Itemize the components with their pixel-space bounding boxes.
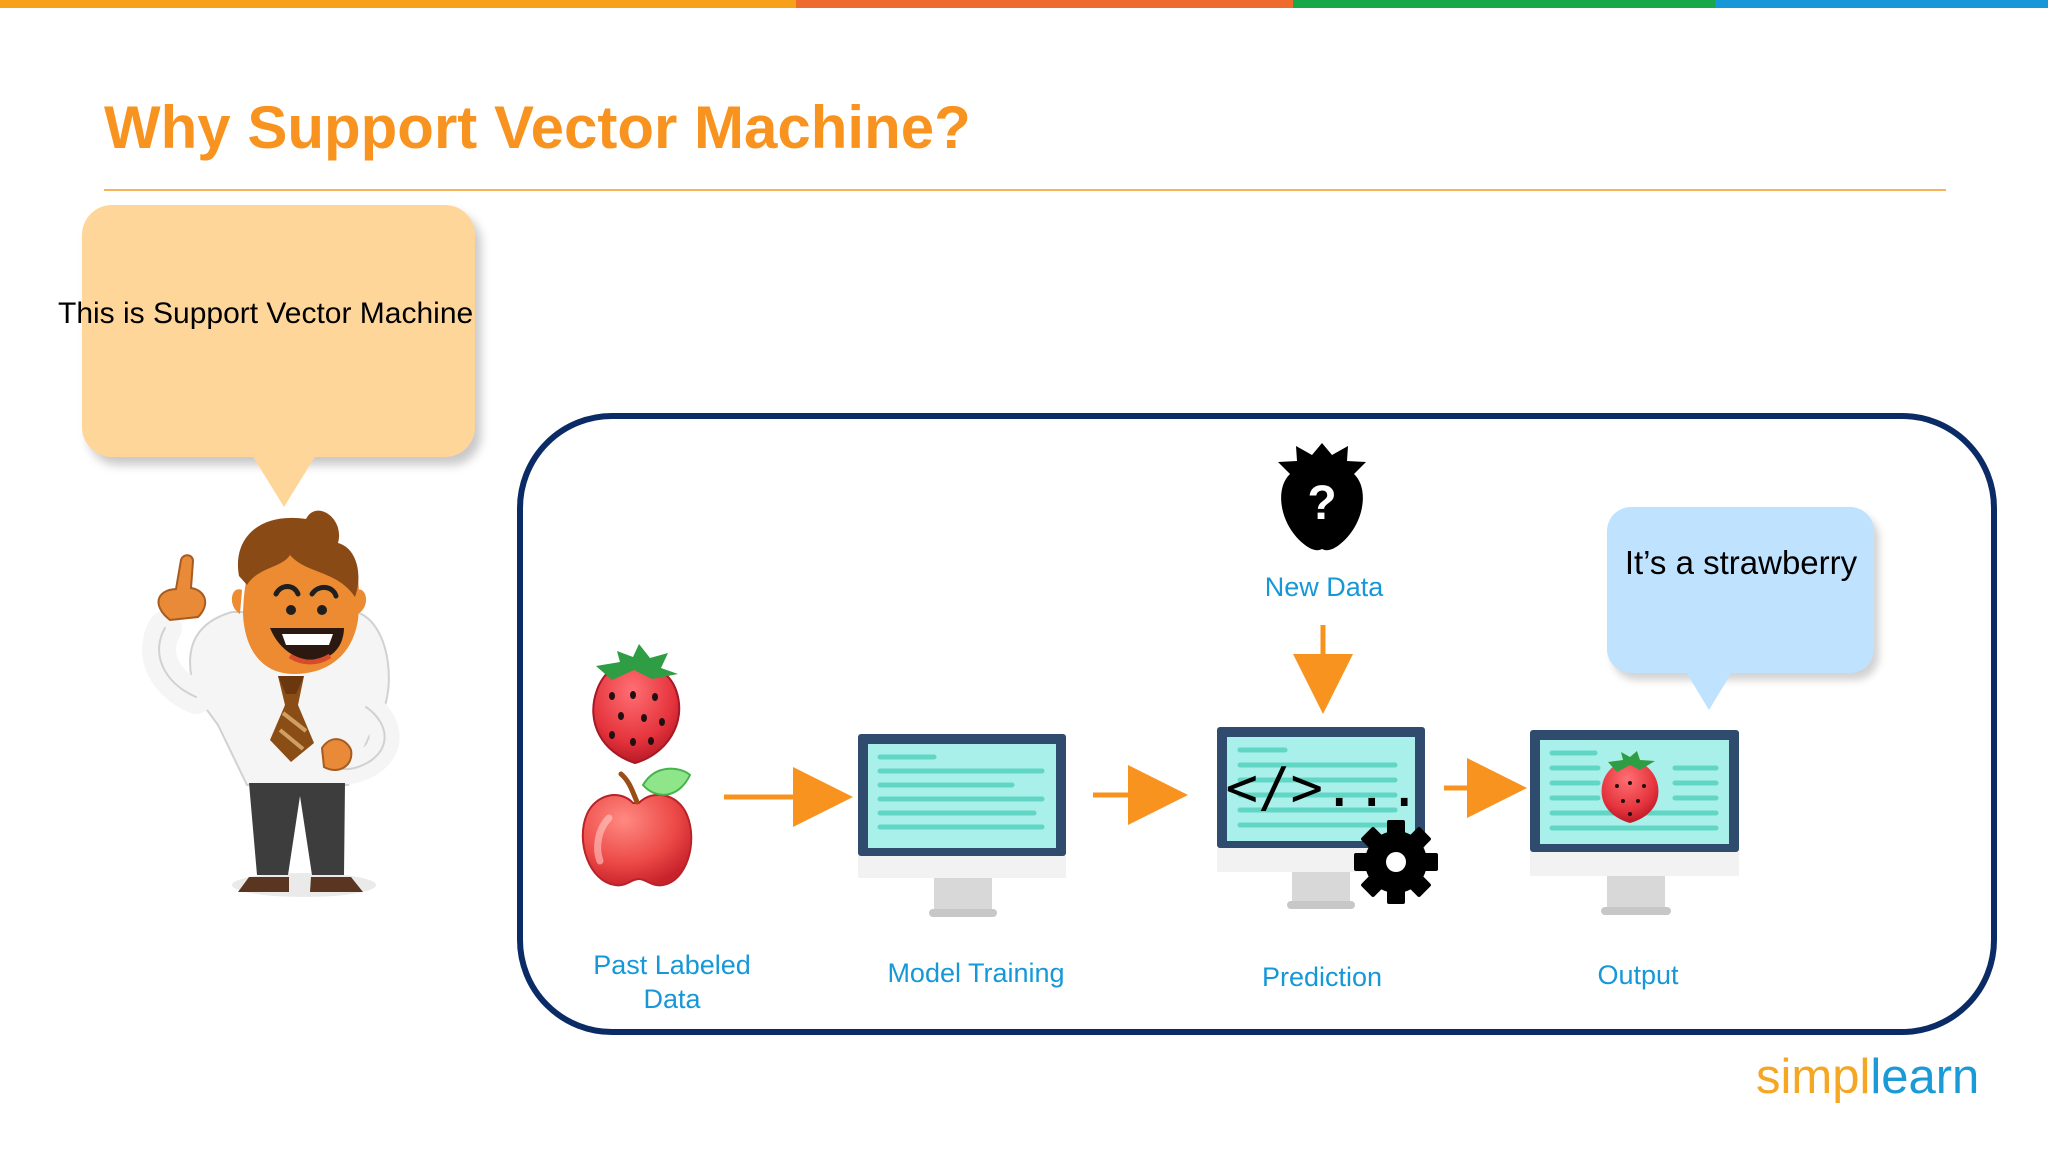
process-container (517, 413, 1997, 1035)
question-mark: ? (1307, 477, 1336, 530)
presenter-speech-text: This is Support Vector Machine (58, 297, 474, 330)
logo-left-text: simpl (1756, 1050, 1871, 1104)
output-speech-bubble-tail (1686, 672, 1732, 710)
logo-right-text: learn (1870, 1050, 1980, 1104)
top-bar-orange-segment (0, 0, 796, 8)
new-data-label: New Data (1264, 572, 1384, 602)
output-speech-bubble (1607, 507, 1874, 673)
top-bar-blue-segment (1715, 0, 2048, 8)
past-labeled-strawberry-icon (592, 644, 681, 765)
past-labeled-data-label: Past Labeled Data (556, 948, 788, 1018)
prediction-label: Prediction (1261, 962, 1383, 992)
past-labeled-apple-icon (581, 767, 693, 887)
presenter-speech-bubble-tail (252, 455, 316, 507)
past-labeled-data-label-line-1: Past Labeled (593, 950, 751, 980)
output-label: Output (1597, 960, 1679, 990)
model-training-computer-icon (858, 734, 1066, 917)
title-divider (104, 189, 1946, 191)
new-data-question-strawberry-icon: ? (1278, 443, 1366, 551)
presenter-character-icon (142, 510, 400, 897)
output-computer-icon (1530, 730, 1739, 915)
top-accent-bar (0, 0, 2048, 8)
presenter-speech-bubble (82, 205, 475, 457)
slide-title: Why Support Vector Machine? (104, 94, 971, 161)
prediction-code-symbol: </>... (1225, 756, 1420, 819)
prediction-gear-icon (1354, 820, 1438, 904)
past-labeled-data-label-line-2: Data (643, 984, 701, 1014)
prediction-computer-icon: </>... (1217, 727, 1425, 909)
top-bar-deep-orange-segment (796, 0, 1293, 8)
top-bar-green-segment (1293, 0, 1715, 8)
simplilearn-logo: simpl learn (1756, 1040, 1994, 1106)
model-training-label: Model Training (887, 958, 1065, 988)
output-bubble-text: It’s a strawberry (1624, 544, 1858, 581)
